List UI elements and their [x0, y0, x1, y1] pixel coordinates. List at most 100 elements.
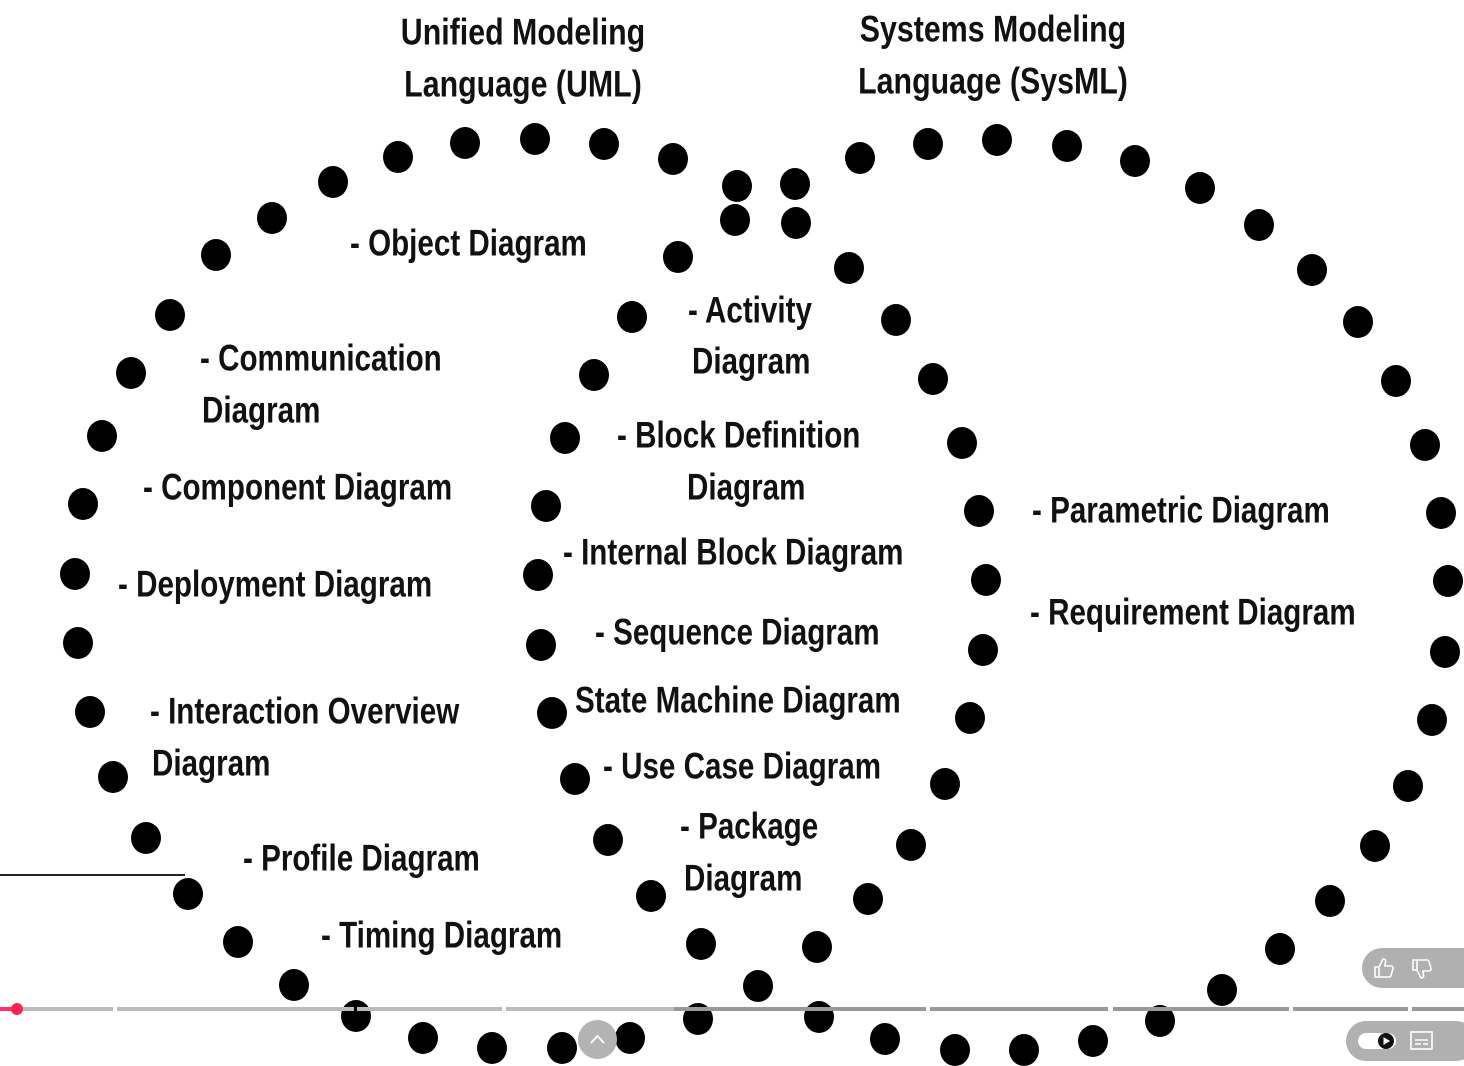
dot — [173, 878, 203, 910]
label-block-definition-2: Diagram — [687, 466, 806, 508]
dot — [1430, 636, 1460, 668]
video-progress-bar[interactable] — [0, 1003, 1464, 1015]
dot — [1417, 704, 1447, 736]
dot — [131, 822, 161, 854]
label-interaction-overview: - Interaction Overview — [150, 690, 460, 732]
label-object-diagram: - Object Diagram — [350, 222, 587, 264]
label-communication-diagram: - Communication — [200, 337, 442, 379]
label-component-diagram: - Component Diagram — [143, 466, 453, 508]
label-parametric-diagram: - Parametric Diagram — [1032, 489, 1330, 531]
uml-title-line1: Unified Modeling — [400, 11, 646, 53]
dot — [450, 127, 480, 159]
dot — [683, 1003, 713, 1035]
dot — [550, 422, 580, 454]
label-profile-diagram: - Profile Diagram — [243, 837, 480, 879]
dot — [658, 143, 688, 175]
dot — [802, 931, 832, 963]
chevron-up-icon — [590, 1034, 605, 1044]
expand-button[interactable] — [578, 1020, 617, 1059]
dot — [940, 1034, 970, 1066]
dot — [526, 629, 556, 661]
dot — [520, 123, 550, 155]
label-interaction-overview-2: Diagram — [152, 742, 271, 784]
dot — [663, 241, 693, 273]
dot — [523, 559, 553, 591]
label-state-machine: State Machine Diagram — [575, 679, 901, 721]
label-deployment-diagram: - Deployment Diagram — [118, 563, 433, 605]
dot — [1009, 1034, 1039, 1066]
dot — [1433, 565, 1463, 597]
dot — [1078, 1025, 1108, 1057]
dot — [1207, 974, 1237, 1006]
dot — [1244, 209, 1274, 241]
dot — [1410, 429, 1440, 461]
label-activity-diagram-2: Diagram — [692, 340, 811, 382]
dot — [318, 166, 348, 198]
label-use-case: - Use Case Diagram — [603, 745, 882, 787]
dot — [223, 926, 253, 958]
sysml-title-line1: Systems Modeling — [859, 8, 1127, 50]
dot — [968, 634, 998, 666]
dot — [1185, 172, 1215, 204]
label-package-diagram-2: Diagram — [684, 857, 803, 899]
label-timing-diagram: - Timing Diagram — [321, 914, 563, 956]
dot — [593, 824, 623, 856]
dot — [1315, 885, 1345, 917]
label-block-definition: - Block Definition — [617, 414, 861, 456]
dot — [75, 696, 105, 728]
dot — [834, 252, 864, 284]
dot — [918, 363, 948, 395]
dot — [722, 170, 752, 202]
dot — [68, 488, 98, 520]
dot — [257, 202, 287, 234]
dot — [579, 359, 609, 391]
dot — [930, 768, 960, 800]
dot — [881, 304, 911, 336]
thumbs-up-icon[interactable] — [1372, 956, 1396, 980]
rating-pill — [1362, 948, 1464, 988]
label-activity-diagram: - Activity — [688, 289, 812, 331]
dot — [913, 128, 943, 160]
dot — [1145, 1005, 1175, 1037]
dot — [1343, 306, 1373, 338]
scrubber-handle[interactable] — [11, 1003, 23, 1015]
dot — [60, 558, 90, 590]
dot — [743, 970, 773, 1002]
dot — [955, 702, 985, 734]
dot — [560, 763, 590, 795]
divider-line — [0, 874, 185, 876]
dot — [1052, 130, 1082, 162]
dot — [155, 299, 185, 331]
dot — [781, 207, 811, 239]
dot — [201, 239, 231, 271]
label-communication-diagram-2: Diagram — [202, 389, 321, 431]
player-controls-pill — [1346, 1021, 1464, 1061]
dot — [547, 1032, 577, 1064]
label-sequence-diagram: - Sequence Diagram — [595, 611, 880, 653]
dot — [63, 627, 93, 659]
dot — [1393, 770, 1423, 802]
dot — [341, 1000, 371, 1032]
captions-icon[interactable] — [1410, 1030, 1434, 1052]
dot — [1120, 145, 1150, 177]
label-package-diagram: - Package — [680, 805, 819, 847]
dot — [636, 880, 666, 912]
uml-title-line2: Language (UML) — [404, 63, 642, 105]
dot — [1265, 933, 1295, 965]
dot — [686, 928, 716, 960]
dot — [780, 168, 810, 200]
dot — [589, 128, 619, 160]
dot — [853, 883, 883, 915]
dot — [87, 420, 117, 452]
dot — [964, 495, 994, 527]
dot — [531, 490, 561, 522]
sysml-title-line2: Language (SysML) — [858, 60, 1128, 102]
dot — [947, 427, 977, 459]
dot — [804, 1001, 834, 1033]
dot — [845, 142, 875, 174]
thumbs-down-icon[interactable] — [1410, 957, 1434, 981]
label-internal-block: - Internal Block Diagram — [563, 531, 904, 573]
dot — [1360, 830, 1390, 862]
dot — [896, 829, 926, 861]
autoplay-toggle-icon[interactable] — [1358, 1031, 1398, 1051]
